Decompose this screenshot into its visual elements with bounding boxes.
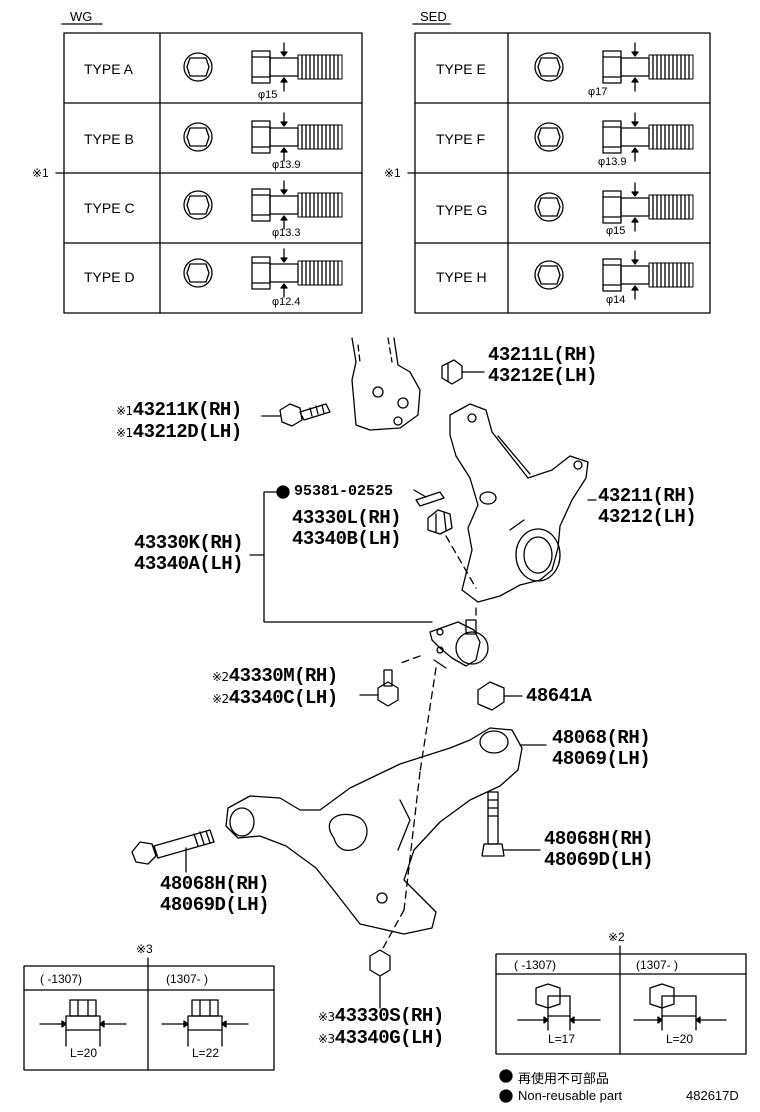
wg-type-a: TYPE A — [84, 61, 134, 77]
wg-dia-b: φ13.9 — [272, 159, 301, 171]
sed-type-f: TYPE F — [436, 131, 486, 147]
diagram-id: 482617D — [686, 1088, 739, 1103]
bolt-43330S — [369, 949, 391, 1009]
wg-type-d: TYPE D — [84, 269, 135, 285]
note3-len1: L=20 — [70, 1046, 98, 1060]
non-reusable-dot-icon — [499, 1069, 513, 1083]
part-43330S: ※343330S(RH) ※343340G(LH) — [318, 1005, 444, 1049]
steering-knuckle — [449, 403, 597, 603]
note3-len2: L=22 — [192, 1046, 220, 1060]
bolt-48068H-right — [481, 791, 541, 857]
part-43211L: 43211L(RH)43212E(LH) — [488, 344, 598, 387]
part-43211K: ※143211K(RH) ※143212D(LH) — [116, 399, 242, 443]
legend-jp: 再使用不可部品 — [518, 1071, 610, 1086]
bolt-48068H-left — [131, 829, 215, 873]
bolt-43330M — [359, 669, 399, 707]
cotter-pin — [413, 489, 445, 507]
part-48068: 48068(RH)48069(LH) — [552, 727, 651, 770]
wg-type-c: TYPE C — [84, 200, 135, 216]
part-48641A: 48641A — [526, 685, 592, 707]
wg-type-b: TYPE B — [84, 131, 134, 147]
note2-box — [495, 945, 747, 1055]
part-43330L: 43330L(RH)43340B(LH) — [292, 507, 402, 550]
part-48068H-left: 48068H(RH)48069D(LH) — [160, 873, 270, 916]
note2-title: ※2 — [608, 930, 625, 944]
note2-col2: (1307- ) — [636, 958, 679, 972]
note3-col2: (1307- ) — [166, 972, 209, 986]
wg-table-frame — [55, 23, 363, 314]
wg-header: WG — [70, 9, 93, 24]
wg-note-mark: ※1 — [32, 166, 49, 180]
note2-col1: ( -1307) — [514, 958, 557, 972]
sed-dia-f: φ13.9 — [598, 156, 627, 168]
note3-title: ※3 — [136, 942, 153, 956]
part-95381: 95381-02525 — [294, 483, 394, 500]
sed-type-e: TYPE E — [436, 61, 486, 77]
castle-nut — [427, 509, 453, 535]
sed-dia-h: φ14 — [606, 294, 626, 306]
note2-len1: L=17 — [548, 1032, 576, 1046]
non-reusable-marker-icon — [276, 485, 290, 499]
sed-table-frame — [407, 23, 711, 314]
sed-type-g: TYPE G — [436, 202, 488, 218]
non-reusable-dot-icon-2 — [499, 1089, 513, 1103]
bracket-43330K — [249, 491, 433, 623]
sed-type-h: TYPE H — [436, 269, 487, 285]
bolt-43211K — [261, 403, 331, 427]
wg-dia-d: φ12.4 — [272, 296, 301, 308]
legend-en: Non-reusable part — [518, 1088, 623, 1103]
part-43330M: ※243330M(RH) ※243340C(LH) — [212, 665, 338, 709]
sed-dia-e: φ17 — [588, 86, 608, 98]
nut-48641A — [477, 681, 523, 711]
note3-col1: ( -1307) — [40, 972, 83, 986]
lower-control-arm — [225, 727, 547, 935]
part-48068H-right: 48068H(RH)48069D(LH) — [544, 828, 654, 871]
assembly-centerlines — [381, 535, 477, 951]
nut-43211L — [441, 359, 485, 385]
part-43330K: 43330K(RH)43340A(LH) — [134, 532, 244, 575]
strut-bracket — [351, 337, 421, 431]
part-43211: 43211(RH)43212(LH) — [598, 485, 697, 528]
ball-joint — [429, 619, 489, 669]
note2-len2: L=20 — [666, 1032, 694, 1046]
wg-dia-c: φ13.3 — [272, 227, 301, 239]
sed-dia-g: φ15 — [606, 225, 626, 237]
sed-header: SED — [420, 9, 447, 24]
sed-note-mark: ※1 — [384, 166, 401, 180]
note3-box — [23, 957, 275, 1071]
wg-dia-a: φ15 — [258, 89, 278, 101]
